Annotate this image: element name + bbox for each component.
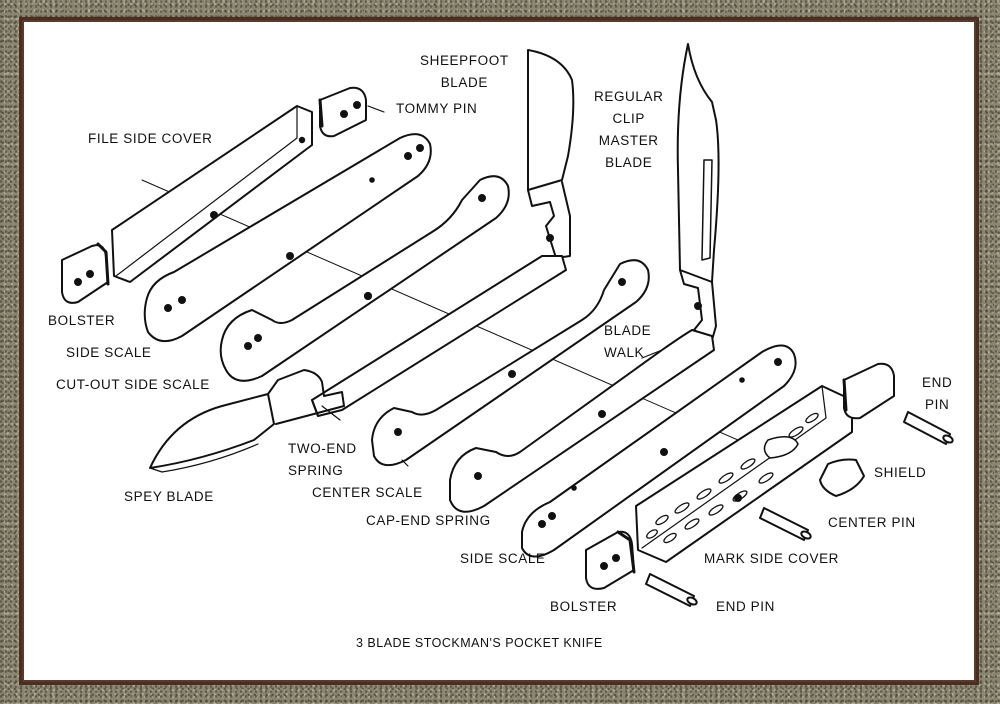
- end-pin-bottom: [645, 573, 698, 607]
- label-center-pin: CENTER PIN: [828, 515, 916, 530]
- spey-blade: [149, 369, 345, 473]
- right-bottom-bolster: [585, 530, 636, 590]
- diagram-caption: 3 BLADE STOCKMAN'S POCKET KNIFE: [356, 636, 603, 650]
- tommy-pin-bolster: [318, 86, 367, 138]
- label-cut-out-side-scale: CUT-OUT SIDE SCALE: [56, 377, 210, 392]
- two-end-spring: [311, 255, 567, 417]
- mark-side-cover: [635, 385, 853, 563]
- end-pin-right: [903, 411, 954, 445]
- right-top-bolster: [842, 362, 895, 420]
- label-cap-end-spring: CAP-END SPRING: [366, 513, 491, 528]
- sheepfoot-blade: [527, 49, 575, 259]
- shield-part: [819, 458, 865, 497]
- label-mark-side-cover: MARK SIDE COVER: [704, 551, 840, 566]
- center-pin: [759, 507, 812, 541]
- right-side-scale: [521, 344, 797, 558]
- label-side-scale-left: SIDE SCALE: [66, 345, 152, 360]
- label-shield: SHIELD: [874, 465, 927, 480]
- left-side-scale: [143, 133, 432, 343]
- label-file-side-cover: FILE SIDE COVER: [88, 131, 213, 146]
- label-side-scale-right: SIDE SCALE: [460, 551, 546, 566]
- center-scale: [371, 259, 650, 467]
- label-tommy-pin: TOMMY PIN: [396, 101, 478, 116]
- label-center-scale: CENTER SCALE: [312, 485, 423, 500]
- file-side-cover: [111, 105, 313, 283]
- regular-clip-master-blade: [676, 43, 720, 341]
- label-end-pin-bottom: END PIN: [716, 599, 775, 614]
- label-bolster-right: BOLSTER: [550, 599, 618, 614]
- left-bolster: [61, 242, 110, 304]
- label-bolster-left: BOLSTER: [48, 313, 116, 328]
- leader-lines: [321, 105, 663, 467]
- label-spey-blade: SPEY BLADE: [124, 489, 214, 504]
- knife-exploded-view: [61, 43, 954, 607]
